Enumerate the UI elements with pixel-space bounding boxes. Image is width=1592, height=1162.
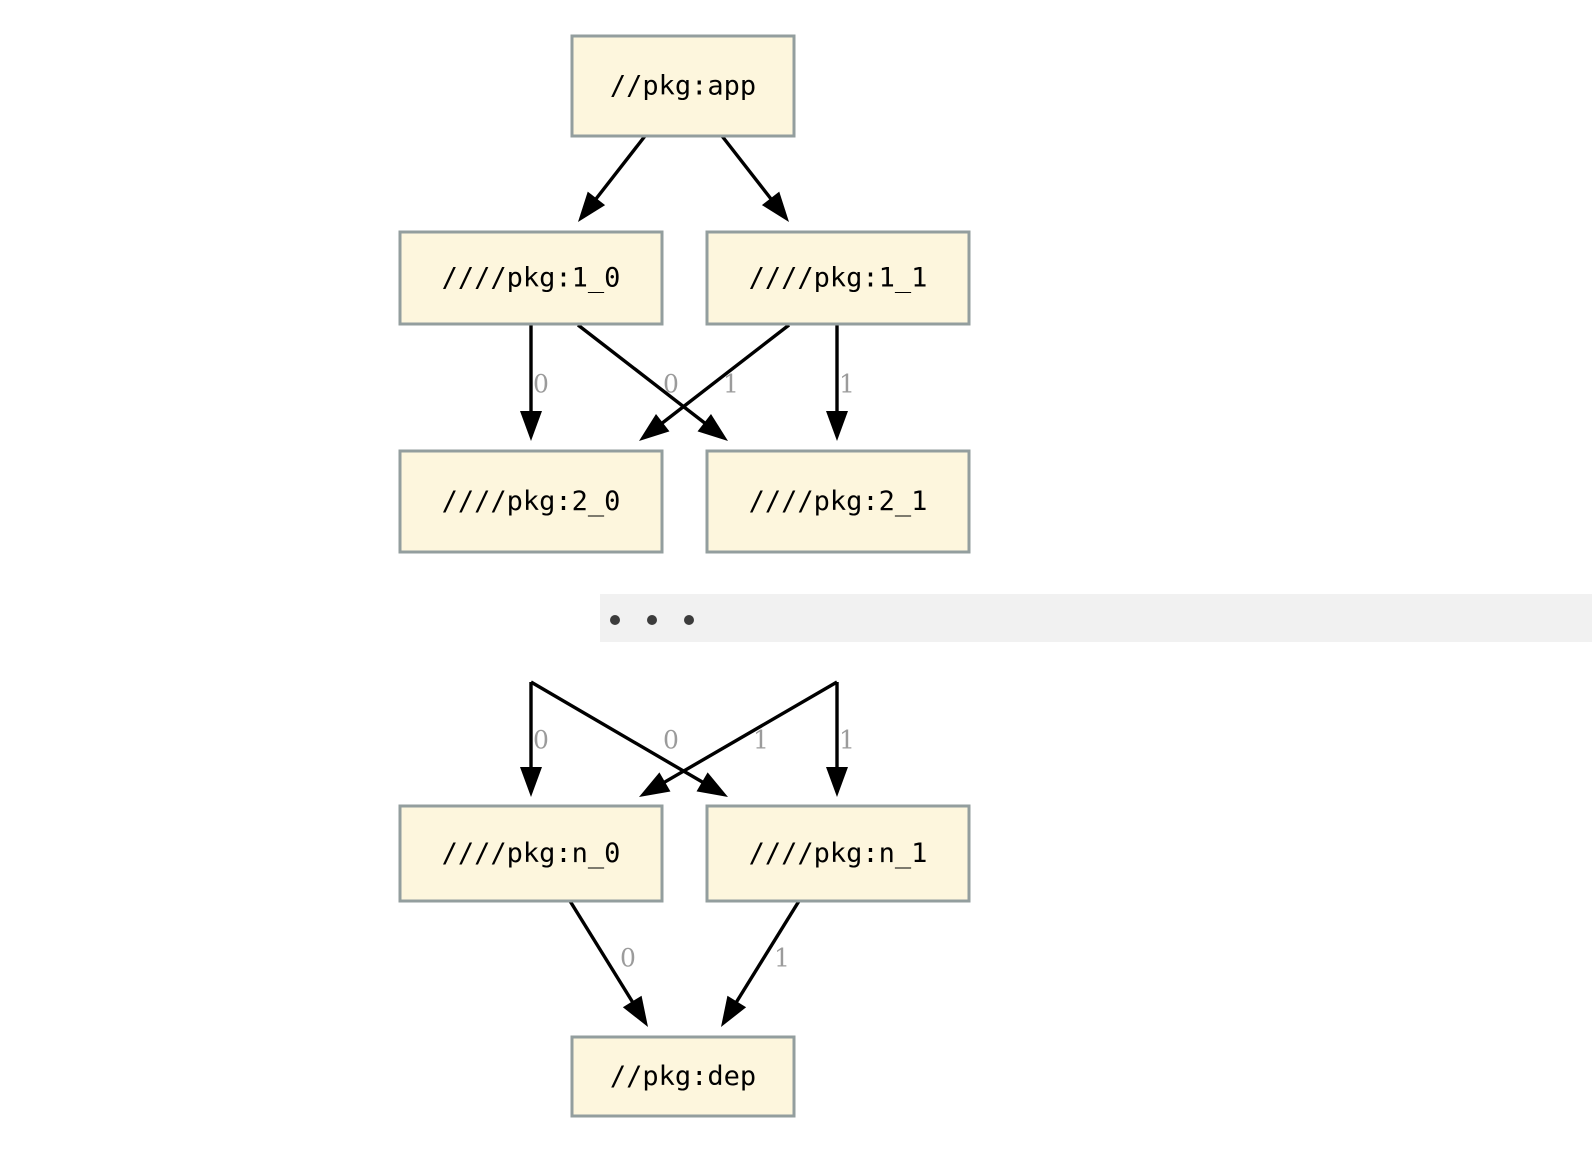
- edge-line: [660, 680, 838, 786]
- arrowhead-icon: [697, 413, 728, 441]
- edge-label-1_0-to-2_0: 0: [533, 370, 549, 399]
- arrowhead-icon: [761, 191, 789, 222]
- node-app-label: //pkg:app: [610, 71, 756, 102]
- edge-label-dots-to-n_1: 1: [753, 726, 769, 755]
- ellipsis-dot-1: [610, 615, 620, 625]
- node-2-0-label: ////pkg:2_0: [442, 486, 621, 517]
- edge-1_1-to-2_1: [826, 325, 848, 441]
- arrowhead-icon: [696, 772, 728, 797]
- edge-label-dots2-to-n_0: 0: [663, 726, 679, 755]
- edge-1_0-to-2_1: [576, 323, 728, 441]
- edge-1_1-to-2_0: [639, 323, 791, 441]
- node-dep-rect[interactable]: [570, 1035, 796, 1118]
- arrowhead-icon: [520, 411, 542, 441]
- node-n-0[interactable]: ////pkg:n_0: [398, 804, 664, 903]
- node-2-0-rect[interactable]: [398, 449, 664, 554]
- node-2-1-rect[interactable]: [705, 449, 971, 554]
- node-1-0-label: ////pkg:1_0: [442, 263, 621, 294]
- node-2-1[interactable]: ////pkg:2_1: [705, 449, 971, 554]
- node-n-1-label: ////pkg:n_1: [749, 838, 928, 869]
- node-1-0-rect[interactable]: [398, 230, 664, 326]
- node-n-1-rect[interactable]: [705, 804, 971, 903]
- edge-app-to-1_0: [578, 134, 647, 222]
- edge-line: [568, 900, 636, 1006]
- edge-line: [658, 323, 791, 427]
- arrowhead-icon: [826, 767, 848, 797]
- node-n-1[interactable]: ////pkg:n_1: [705, 804, 971, 903]
- edge-n_1-to-dep: [721, 900, 801, 1027]
- node-n-0-label: ////pkg:n_0: [442, 838, 621, 869]
- edge-line: [576, 323, 709, 427]
- edge-label-n_1-to-dep: 1: [774, 944, 790, 973]
- edge-label-1_1-to-2_0: 0: [663, 370, 679, 399]
- edge-n_0-to-dep: [568, 900, 648, 1027]
- edge-1_0-to-2_0: [520, 325, 542, 441]
- node-1-1-label: ////pkg:1_1: [749, 263, 928, 294]
- edge-line: [720, 134, 775, 203]
- arrowhead-icon: [721, 995, 747, 1027]
- edge-label-1_0-to-2_1: 1: [723, 370, 739, 399]
- edge-label-layer: 0 1 0 1 0 1 0 1 0 1: [533, 370, 855, 973]
- edge-layer: [520, 134, 848, 1027]
- arrowhead-icon: [639, 772, 671, 797]
- ellipsis-dot-3: [684, 615, 694, 625]
- arrowhead-icon: [826, 411, 848, 441]
- arrowhead-icon: [520, 767, 542, 797]
- node-app-rect[interactable]: [570, 34, 796, 138]
- node-app[interactable]: //pkg:app: [570, 34, 796, 138]
- arrowhead-icon: [622, 995, 648, 1027]
- node-1-0[interactable]: ////pkg:1_0: [398, 230, 664, 326]
- arrowhead-icon: [578, 191, 606, 222]
- ellipsis-band: [600, 594, 1592, 642]
- edge-label-1_1-to-2_1: 1: [839, 370, 855, 399]
- node-1-1-rect[interactable]: [705, 230, 971, 326]
- node-2-1-label: ////pkg:2_1: [749, 486, 928, 517]
- node-dep[interactable]: //pkg:dep: [570, 1035, 796, 1118]
- edge-line: [733, 900, 801, 1006]
- arrowhead-icon: [639, 413, 670, 441]
- edge-label-n_0-to-dep: 0: [620, 944, 636, 973]
- edge-label-dots-to-n_0: 0: [533, 726, 549, 755]
- node-2-0[interactable]: ////pkg:2_0: [398, 449, 664, 554]
- node-1-1[interactable]: ////pkg:1_1: [705, 230, 971, 326]
- edge-label-dots2-to-n_1: 1: [839, 726, 855, 755]
- edge-app-to-1_1: [720, 134, 789, 222]
- edge-dots-to-n_1: [530, 680, 728, 797]
- node-n-0-rect[interactable]: [398, 804, 664, 903]
- edge-line: [530, 680, 707, 786]
- edge-line: [592, 134, 647, 203]
- node-dep-label: //pkg:dep: [610, 1061, 756, 1092]
- ellipsis-dot-2: [647, 615, 657, 625]
- ellipsis-group: [600, 594, 1592, 642]
- edge-dots2-to-n_1: [826, 682, 848, 797]
- edge-dots2-to-n_0: [639, 680, 838, 797]
- edge-dots-to-n_0: [520, 682, 542, 797]
